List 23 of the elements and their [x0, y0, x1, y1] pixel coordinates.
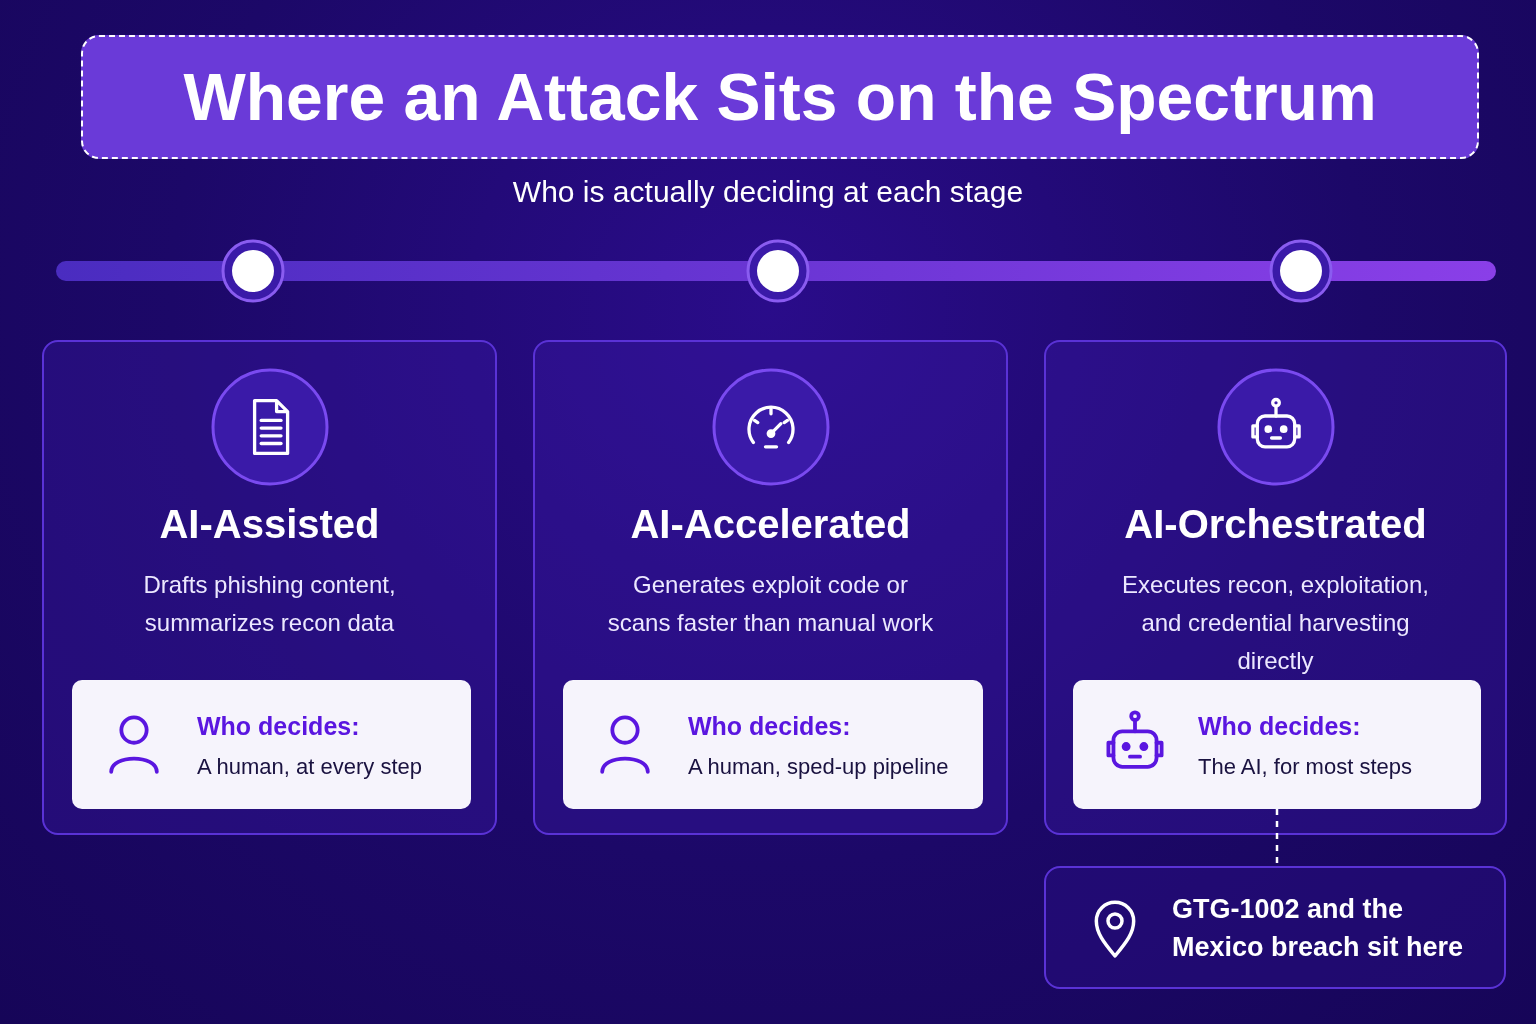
info-panel	[72, 680, 471, 809]
stage-description: Drafts phishing content, summarizes recon data	[142, 570, 397, 638]
panel-text: The AI, for most steps	[1198, 754, 1412, 780]
panel-text: A human, at every step	[197, 754, 423, 780]
info-panel	[1073, 680, 1481, 809]
stage-card	[1044, 340, 1507, 835]
stage-card	[533, 340, 1008, 835]
connector-line	[1275, 809, 1279, 866]
stage-description: Generates exploit code or scans faster than manual work	[606, 570, 935, 638]
info-panel	[563, 680, 983, 809]
panel-heading: Who decides:	[688, 712, 851, 741]
title: Where an Attack Sits on the Spectrum	[81, 35, 1479, 159]
stage-card	[42, 340, 497, 835]
panel-heading: Who decides:	[197, 712, 360, 741]
panel-heading: Who decides:	[1198, 712, 1361, 741]
stage-heading: AI-Orchestrated	[1123, 502, 1428, 547]
callout-box	[1044, 866, 1506, 989]
stage-heading: AI-Assisted	[158, 502, 381, 547]
subtitle: Who is actually deciding at each stage	[511, 175, 1025, 209]
stage-heading: AI-Accelerated	[629, 502, 912, 547]
callout-text: GTG-1002 and the Mexico breach sit here	[1172, 893, 1465, 964]
stage-description: Executes recon, exploitation, and credential harvesting directly	[1121, 570, 1430, 676]
panel-text: A human, sped-up pipeline	[688, 754, 949, 780]
